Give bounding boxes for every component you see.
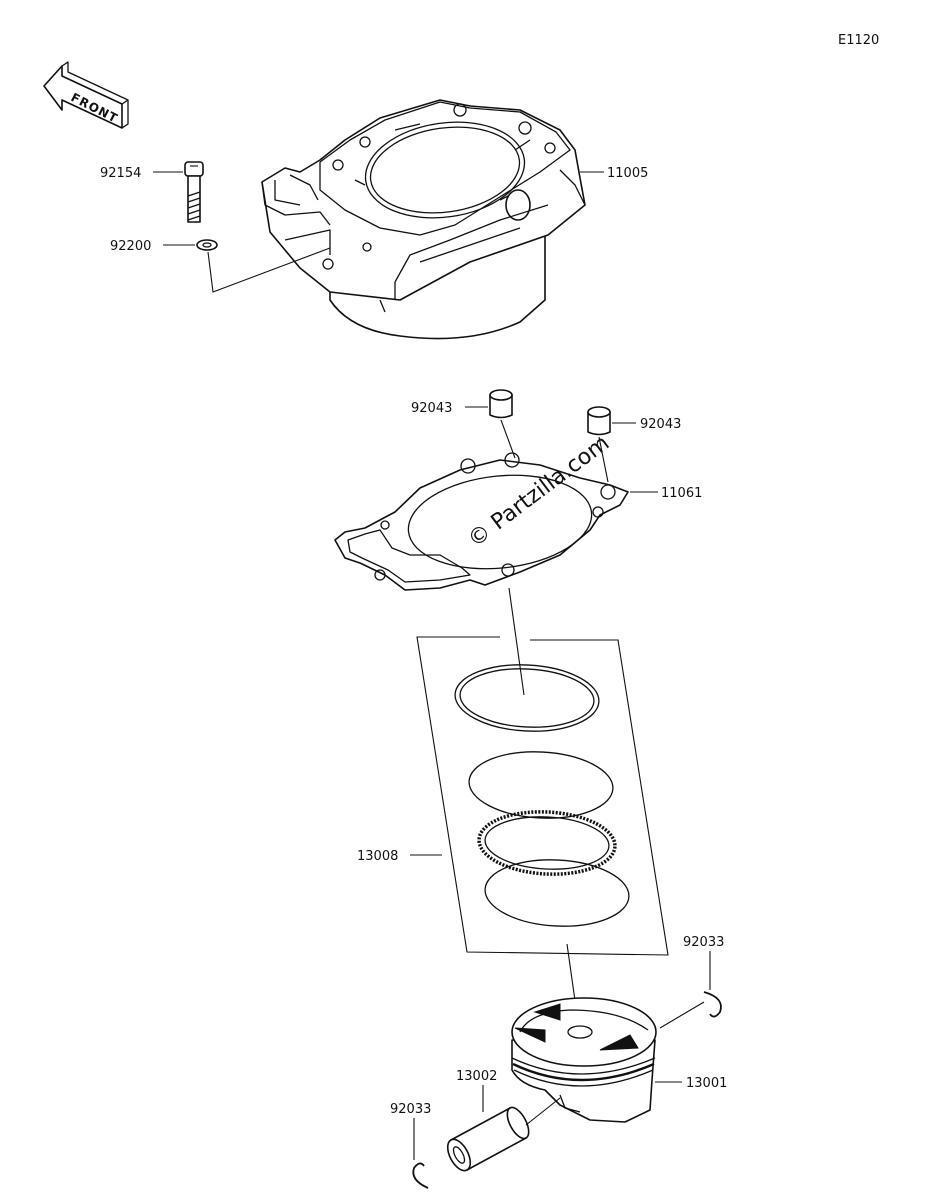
label-clip-left[interactable]: 92033 bbox=[390, 1102, 431, 1117]
piston-part[interactable] bbox=[511, 997, 657, 1123]
label-dowel-left[interactable]: 92043 bbox=[411, 401, 452, 416]
label-washer[interactable]: 92200 bbox=[110, 239, 151, 254]
label-cylinder[interactable]: 11005 bbox=[607, 166, 648, 181]
front-arrow-icon: FRONT bbox=[43, 61, 129, 129]
piston-pin-part[interactable] bbox=[443, 1104, 533, 1174]
gasket-part[interactable] bbox=[334, 452, 629, 591]
piston-rings-part[interactable] bbox=[453, 661, 630, 929]
label-clip-right[interactable]: 92033 bbox=[683, 935, 724, 950]
label-ring-set[interactable]: 13008 bbox=[357, 849, 398, 864]
diagram-code: E1120 bbox=[838, 33, 879, 48]
bolt-part[interactable] bbox=[184, 161, 204, 223]
label-gasket[interactable]: 11061 bbox=[661, 486, 702, 501]
label-dowel-right[interactable]: 92043 bbox=[640, 417, 681, 432]
washer-part[interactable] bbox=[196, 239, 218, 251]
cylinder-part[interactable] bbox=[261, 99, 586, 340]
label-bolt[interactable]: 92154 bbox=[100, 166, 141, 181]
clip-left-part[interactable] bbox=[412, 1162, 429, 1189]
dowel-left-part[interactable] bbox=[489, 389, 513, 419]
ring-set-frame bbox=[410, 636, 669, 956]
dowel-right-part[interactable] bbox=[587, 406, 611, 436]
clip-right-part[interactable] bbox=[703, 991, 722, 1018]
label-piston[interactable]: 13001 bbox=[686, 1076, 727, 1091]
label-pin[interactable]: 13002 bbox=[456, 1069, 497, 1084]
